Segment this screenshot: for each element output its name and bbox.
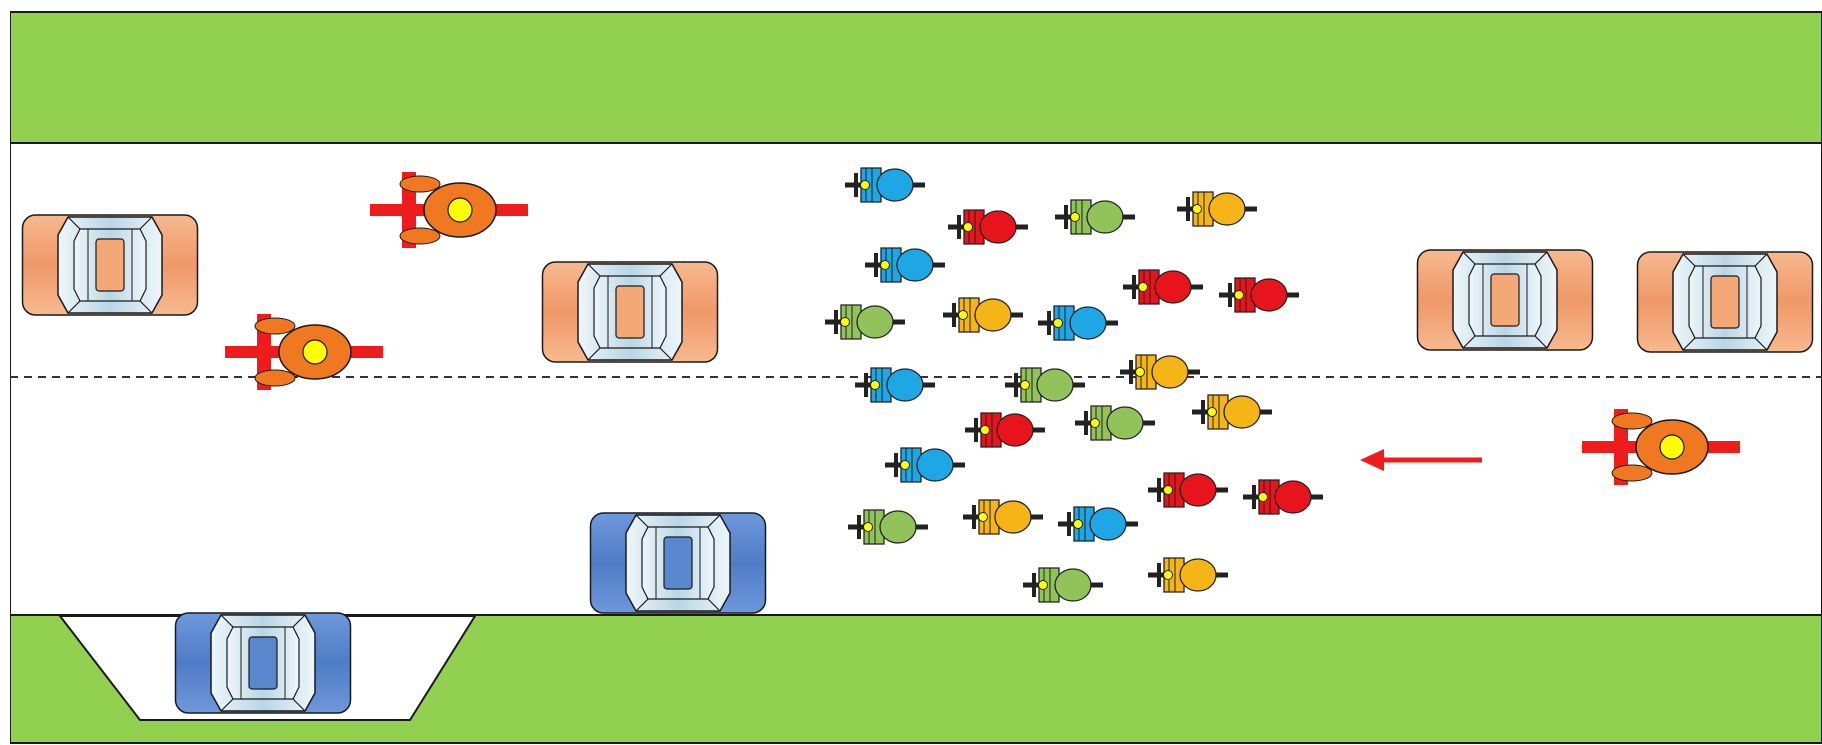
bicycle-rider-icon: [943, 297, 1023, 333]
bicycle-rider-icon: [825, 304, 905, 340]
bicycle-rider-icon: [1055, 199, 1135, 235]
bicycle-rider-icon: [1192, 394, 1272, 430]
bicycle-rider-icon: [845, 167, 925, 203]
bicycle-rider-icon: [1120, 354, 1200, 390]
direction-arrow-icon: [1360, 449, 1482, 471]
left-border: [0, 0, 10, 745]
bicycle-rider-icon: [1005, 367, 1085, 403]
orange-car: [541, 261, 719, 363]
bicycle-rider-icon: [848, 509, 928, 545]
motorbike-icon: [225, 314, 383, 390]
bicycle-rider-icon: [1177, 191, 1257, 227]
bicycle-rider-icon: [1148, 472, 1228, 508]
bicycle-rider-icon: [1023, 567, 1103, 603]
bicycle-rider-icon: [1058, 506, 1138, 542]
bicycle-rider-icon: [1148, 557, 1228, 593]
motorbike-icon: [370, 172, 528, 248]
orange-car: [1636, 251, 1814, 353]
bicycle-rider-icon: [965, 412, 1045, 448]
bicycle-rider-icon: [963, 499, 1043, 535]
bicycle-rider-icon: [948, 209, 1028, 245]
blue-car: [589, 512, 767, 614]
bicycle-rider-icon: [885, 447, 965, 483]
bicycle-rider-icon: [1219, 277, 1299, 313]
blue-car: [174, 612, 352, 714]
motorbike-icon: [1582, 409, 1740, 485]
orange-car: [21, 214, 199, 316]
bicycle-rider-icon: [1123, 269, 1203, 305]
bicycle-rider-icon: [1038, 305, 1118, 341]
bicycle-rider-icon: [1075, 405, 1155, 441]
top-grass-verge: [9, 11, 1822, 144]
orange-car: [1416, 249, 1594, 351]
bicycle-rider-icon: [865, 247, 945, 283]
bicycle-rider-icon: [1243, 479, 1323, 515]
vehicles-layer: [21, 167, 1814, 714]
bicycle-rider-icon: [855, 367, 935, 403]
